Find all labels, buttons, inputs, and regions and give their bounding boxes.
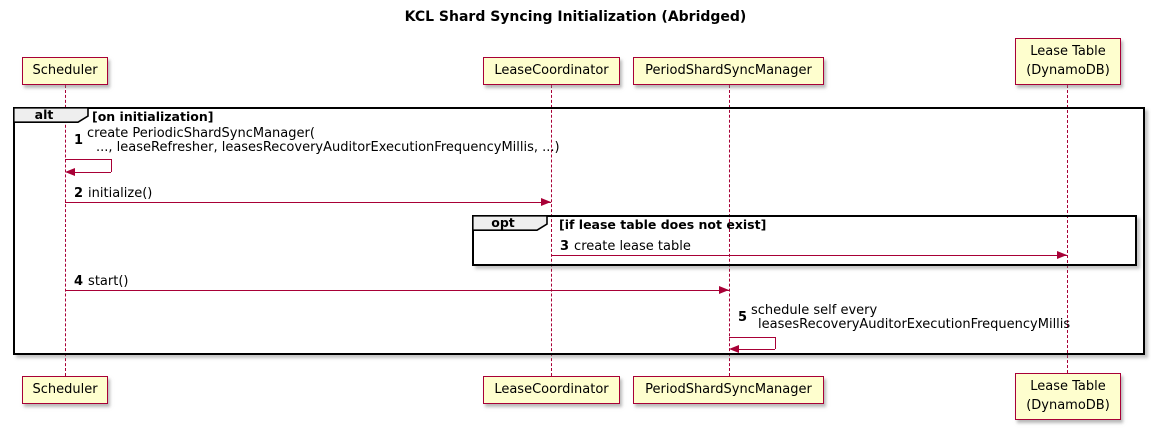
participant-scheduler-top: Scheduler: [22, 57, 108, 85]
participant-scheduler-bottom: Scheduler: [22, 376, 108, 404]
message-4-number: 4: [74, 274, 84, 289]
message-1-self-arrow-bottom: [75, 172, 111, 173]
message-4-arrow-line: [65, 290, 729, 291]
message-2-number: 2: [74, 186, 84, 201]
lifeline-period-shard-sync-manager: [729, 85, 730, 376]
frame-pentagon-shape: [13, 107, 89, 123]
participant-lease-coordinator-bottom: LeaseCoordinator: [483, 376, 620, 404]
alt-condition: [on initialization]: [92, 109, 214, 124]
participant-lease-table-bottom: Lease Table (DynamoDB): [1015, 373, 1121, 420]
message-4-arrowhead: [719, 286, 729, 294]
message-1-arrowhead: [65, 168, 75, 176]
participant-label: Lease Table: [1030, 43, 1106, 59]
opt-condition: [if lease table does not exist]: [559, 217, 767, 232]
message-3-arrowhead: [1057, 251, 1067, 259]
message-2-label: 2 initialize(): [74, 186, 152, 201]
message-3-arrow-line: [551, 255, 1067, 256]
message-3-label: 3 create lease table: [560, 239, 691, 254]
alt-frame: alt [on initialization]: [13, 107, 1145, 355]
message-5-self-arrow-bottom: [739, 349, 775, 350]
participant-label: Lease Table: [1030, 378, 1106, 394]
message-3-text: create lease table: [574, 239, 691, 254]
participant-label: PeriodShardSyncManager: [645, 62, 812, 78]
lifeline-scheduler: [65, 85, 66, 376]
participant-label: Scheduler: [32, 62, 98, 78]
alt-keyword: alt: [34, 107, 54, 122]
message-5-arrowhead: [729, 345, 739, 353]
message-5-self-arrow-side: [775, 337, 776, 349]
message-1-number: 1: [74, 133, 84, 148]
frame-pentagon-shape: [472, 215, 548, 231]
opt-keyword: opt: [491, 215, 515, 230]
participant-label: LeaseCoordinator: [494, 62, 609, 78]
lifeline-lease-coordinator: [551, 85, 552, 376]
message-1-self-arrow-side: [111, 159, 112, 172]
opt-frame: opt [if lease table does not exist]: [472, 215, 1137, 266]
participant-lease-table-top: Lease Table (DynamoDB): [1015, 38, 1121, 85]
participant-label: Scheduler: [32, 381, 98, 397]
message-4-text: start(): [88, 274, 129, 289]
message-5-line2: leasesRecoveryAuditorExecutionFrequencyM…: [758, 317, 1071, 332]
message-5-number: 5: [738, 310, 748, 325]
opt-frame-tag: opt: [472, 215, 548, 235]
participant-period-shard-sync-manager-top: PeriodShardSyncManager: [633, 57, 824, 85]
message-5-self-arrow-top: [729, 337, 775, 338]
lifeline-lease-table: [1067, 85, 1068, 373]
message-5-line1: schedule self every: [751, 303, 878, 318]
diagram-title: KCL Shard Syncing Initialization (Abridg…: [404, 9, 747, 25]
participant-label: (DynamoDB): [1026, 397, 1110, 413]
participant-lease-coordinator-top: LeaseCoordinator: [483, 57, 620, 85]
message-2-arrowhead: [541, 198, 551, 206]
message-1-line2: ..., leaseRefresher, leasesRecoveryAudit…: [96, 140, 560, 155]
message-1-line1: create PeriodicShardSyncManager(: [87, 126, 315, 141]
message-4-label: 4 start(): [74, 274, 128, 289]
message-2-text: initialize(): [88, 186, 153, 201]
message-1-self-arrow-top: [65, 159, 111, 160]
participant-label: LeaseCoordinator: [494, 381, 609, 397]
message-2-arrow-line: [65, 202, 551, 203]
participant-label: (DynamoDB): [1026, 62, 1110, 78]
message-3-number: 3: [560, 239, 570, 254]
participant-period-shard-sync-manager-bottom: PeriodShardSyncManager: [633, 376, 824, 404]
alt-frame-tag: alt: [13, 107, 89, 127]
participant-label: PeriodShardSyncManager: [645, 381, 812, 397]
